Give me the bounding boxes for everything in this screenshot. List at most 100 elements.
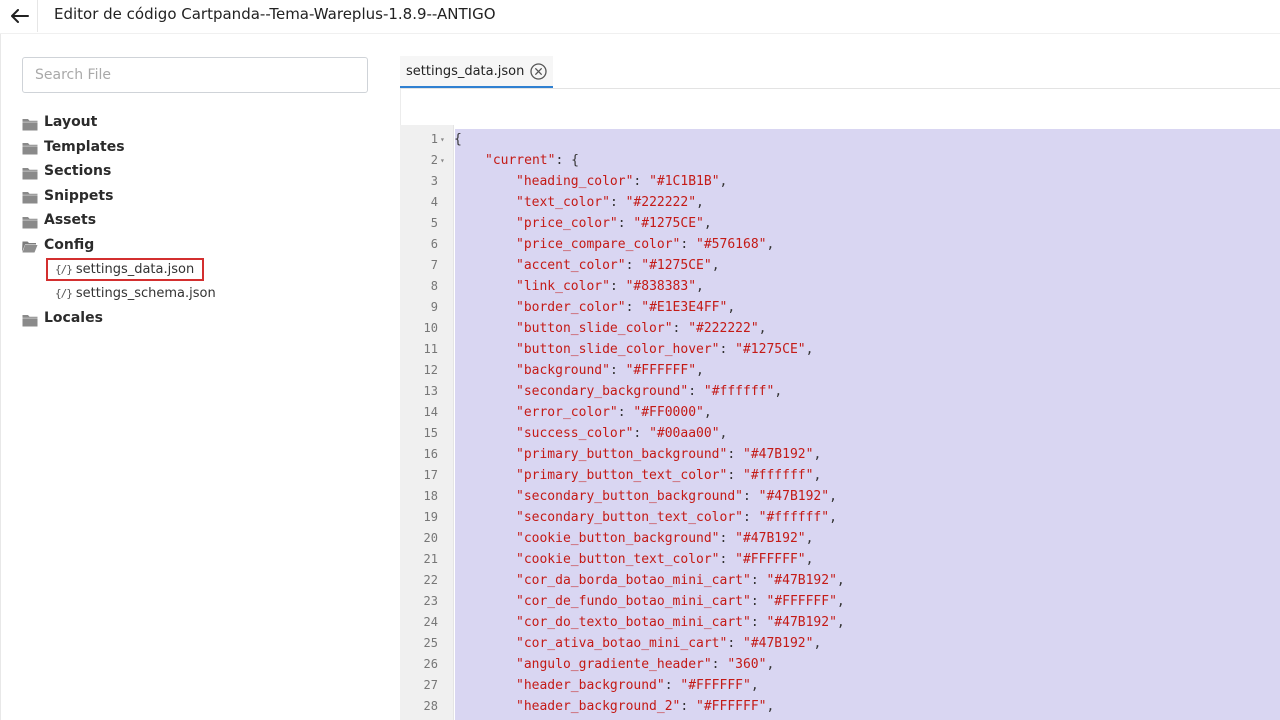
code-line: 9"border_color": "#E1E3E4FF", [400, 297, 1280, 318]
folder-layout[interactable]: Layout [22, 110, 372, 135]
folder-label: Sections [44, 163, 112, 180]
code-text: "success_color": "#00aa00", [516, 426, 728, 441]
file-label: settings_data.json [75, 261, 195, 277]
json-key: text_color [523, 195, 603, 210]
code-line: 12"background": "#FFFFFF", [400, 360, 1280, 381]
json-key: angulo_gradiente_header [523, 657, 704, 672]
json-value: #47B192 [742, 531, 798, 546]
code-text: "heading_color": "#1C1B1B", [516, 174, 728, 189]
close-icon[interactable] [530, 62, 547, 80]
folder-icon [22, 165, 38, 180]
code-lines: 1▾{2▾"current": {3"heading_color": "#1C1… [400, 129, 1280, 717]
folder-label: Snippets [44, 187, 114, 204]
line-number: 1 [430, 132, 438, 146]
file-settings-data-json[interactable]: {/}settings_data.json [22, 257, 372, 282]
json-key: current [492, 153, 548, 168]
json-key: border_color [523, 300, 618, 315]
code-text: "error_color": "#FF0000", [516, 405, 712, 420]
tab-settings-data[interactable]: settings_data.json [400, 56, 554, 88]
folder-label: Config [44, 236, 95, 253]
code-punctuation: { [571, 153, 579, 168]
code-text: "button_slide_color": "#222222", [516, 321, 767, 336]
json-file-icon: {/} [55, 262, 73, 276]
json-value: #FFFFFF [703, 699, 759, 714]
line-number: 10 [423, 321, 438, 335]
json-key: secondary_button_background [523, 489, 736, 504]
line-number: 17 [423, 468, 438, 482]
json-key: button_slide_color [523, 321, 665, 336]
folder-snippets[interactable]: Snippets [22, 184, 372, 209]
json-value: #222222 [633, 195, 689, 210]
line-number: 19 [423, 510, 438, 524]
json-value: #1275CE [649, 258, 704, 273]
code-line: 25"cor_ativa_botao_mini_cart": "#47B192"… [400, 633, 1280, 654]
code-line: 8"link_color": "#838383", [400, 276, 1280, 297]
back-button[interactable] [2, 0, 38, 32]
code-text: "angulo_gradiente_header": "360", [516, 657, 775, 672]
folder-label: Templates [44, 138, 125, 155]
code-line: 24"cor_do_texto_botao_mini_cart": "#47B1… [400, 612, 1280, 633]
code-text: "secondary_button_text_color": "#ffffff"… [516, 510, 837, 525]
code-line: 4 "text_color": "#222222", [400, 192, 1280, 213]
json-key: cookie_button_text_color [523, 552, 712, 567]
code-line: 18 "secondary_button_background": "#47B19… [400, 486, 1280, 507]
line-number: 23 [423, 594, 438, 608]
code-line: 6"price_compare_color": "#576168", [400, 234, 1280, 255]
fold-caret-icon[interactable]: ▾ [440, 135, 445, 144]
code-line: 7"accent_color": "#1275CE", [400, 255, 1280, 276]
folder-icon [22, 214, 38, 229]
code-line: 27"header_background": "#FFFFFF", [400, 675, 1280, 696]
folder-label: Assets [44, 212, 97, 229]
file-settings-schema-json[interactable]: {/}settings_schema.json [22, 282, 372, 307]
folder-locales[interactable]: Locales [22, 306, 372, 331]
line-number: 27 [423, 678, 438, 692]
code-text: "border_color": "#E1E3E4FF", [516, 300, 736, 315]
json-key: accent_color [523, 258, 618, 273]
line-number-gutter [400, 125, 454, 720]
code-text: "cor_de_fundo_botao_mini_cart": "#FFFFFF… [516, 594, 845, 609]
line-number: 7 [430, 258, 438, 272]
code-text: "background": "#FFFFFF", [516, 363, 704, 378]
code-line: 20"cookie_button_background": "#47B192", [400, 528, 1280, 549]
code-line: 19 "secondary_button_text_color": "#fffff… [400, 507, 1280, 528]
json-file-icon: {/} [55, 287, 73, 301]
folder-templates[interactable]: Templates [22, 135, 372, 160]
folder-label: Locales [44, 310, 103, 327]
file-label: settings_schema.json [75, 286, 216, 302]
fold-caret-icon[interactable]: ▾ [440, 156, 445, 165]
tab-label: settings_data.json [406, 63, 525, 79]
json-key: link_color [523, 279, 603, 294]
json-value: #FFFFFF [633, 363, 689, 378]
folder-icon [22, 189, 38, 204]
json-key: button_slide_color_hover [523, 342, 712, 357]
code-line: 26 "angulo_gradiente_header": "360", [400, 654, 1280, 675]
code-text: "secondary_button_background": "#47B192"… [516, 489, 837, 504]
text-selection [455, 129, 1280, 720]
line-number: 4 [430, 195, 438, 209]
code-text: "text_color": "#222222", [516, 195, 704, 210]
json-key: success_color [523, 426, 626, 441]
search-input[interactable] [22, 57, 368, 93]
folder-assets[interactable]: Assets [22, 208, 372, 233]
code-line: 21"cookie_button_text_color": "#FFFFFF", [400, 549, 1280, 570]
json-value: #576168 [703, 237, 759, 252]
code-line: 11"button_slide_color_hover": "#1275CE", [400, 339, 1280, 360]
line-number: 18 [423, 489, 438, 503]
json-value: #ffffff [766, 510, 822, 525]
line-number: 26 [423, 657, 438, 671]
sidebar-edge [0, 34, 1, 720]
folder-config[interactable]: Config [22, 233, 372, 258]
json-value: #47B192 [766, 489, 822, 504]
code-editor[interactable]: 1▾{2▾"current": {3"heading_color": "#1C1… [400, 125, 1280, 720]
json-value: #1275CE [641, 216, 697, 231]
line-number: 6 [430, 237, 438, 251]
folder-icon [22, 312, 38, 327]
code-line: 22"cor_da_borda_botao_mini_cart": "#47B1… [400, 570, 1280, 591]
line-number: 11 [423, 342, 438, 356]
line-number: 5 [430, 216, 438, 230]
line-number: 2 [430, 153, 438, 167]
json-value: #FFFFFF [688, 678, 743, 693]
json-key: secondary_background [523, 384, 681, 399]
line-number: 8 [430, 279, 438, 293]
folder-sections[interactable]: Sections [22, 159, 372, 184]
